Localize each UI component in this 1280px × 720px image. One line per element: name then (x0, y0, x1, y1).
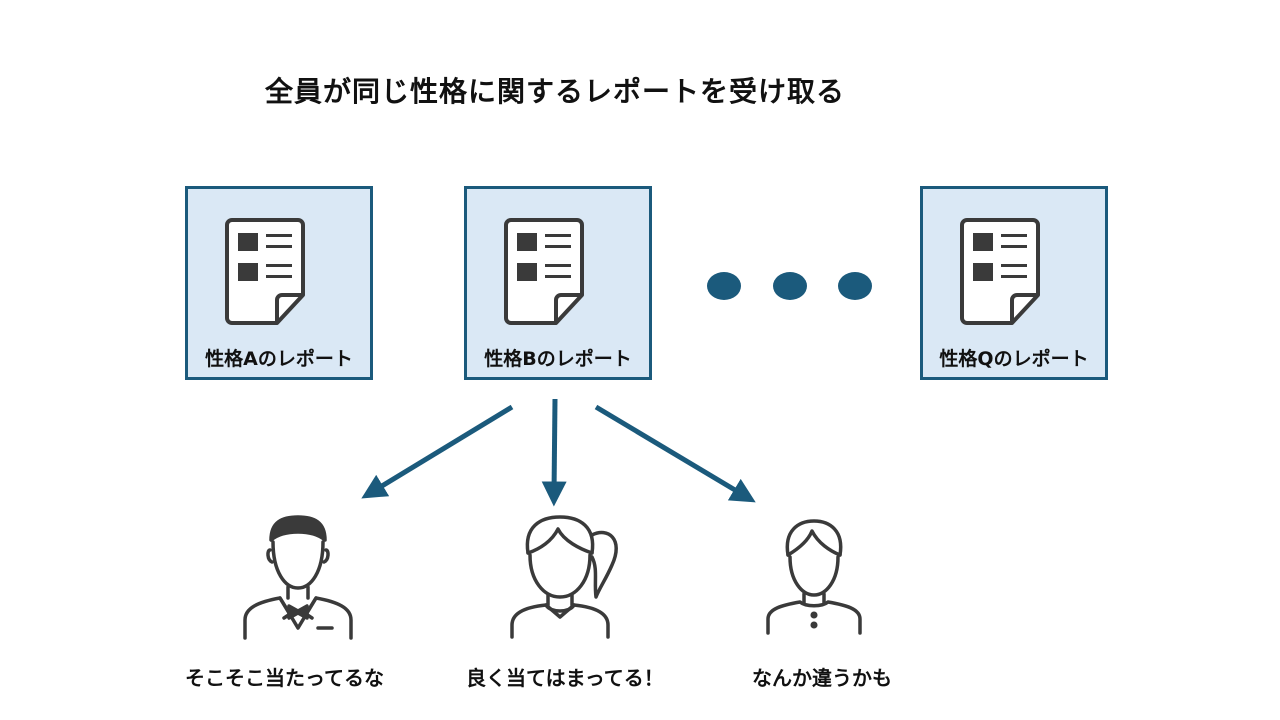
document-icon (504, 218, 584, 325)
arrow-right (594, 404, 756, 503)
report-label: 性格Bのレポート (484, 348, 632, 370)
report-label: 性格Aのレポート (205, 348, 353, 370)
man-icon (766, 519, 862, 635)
ellipsis-dots (707, 272, 872, 300)
report-label: 性格Qのレポート (939, 348, 1089, 370)
document-icon (225, 218, 305, 325)
woman-ponytail-icon (510, 515, 618, 639)
comment-text-1: そこそこ当たってるな (185, 666, 384, 690)
comment-text-2: 良く当てはまってる！ (466, 666, 664, 690)
document-icon (960, 218, 1040, 325)
report-card-q: 性格Qのレポート (920, 186, 1108, 380)
comment-text-3: なんか違うかも (752, 666, 892, 690)
arrow-center (541, 398, 567, 507)
businessman-icon (243, 515, 353, 640)
report-card-a: 性格Aのレポート (185, 186, 373, 380)
report-card-b: 性格Bのレポート (464, 186, 652, 380)
diagram-title: 全員が同じ性格に関するレポートを受け取る (265, 75, 846, 108)
arrow-left (361, 404, 514, 499)
